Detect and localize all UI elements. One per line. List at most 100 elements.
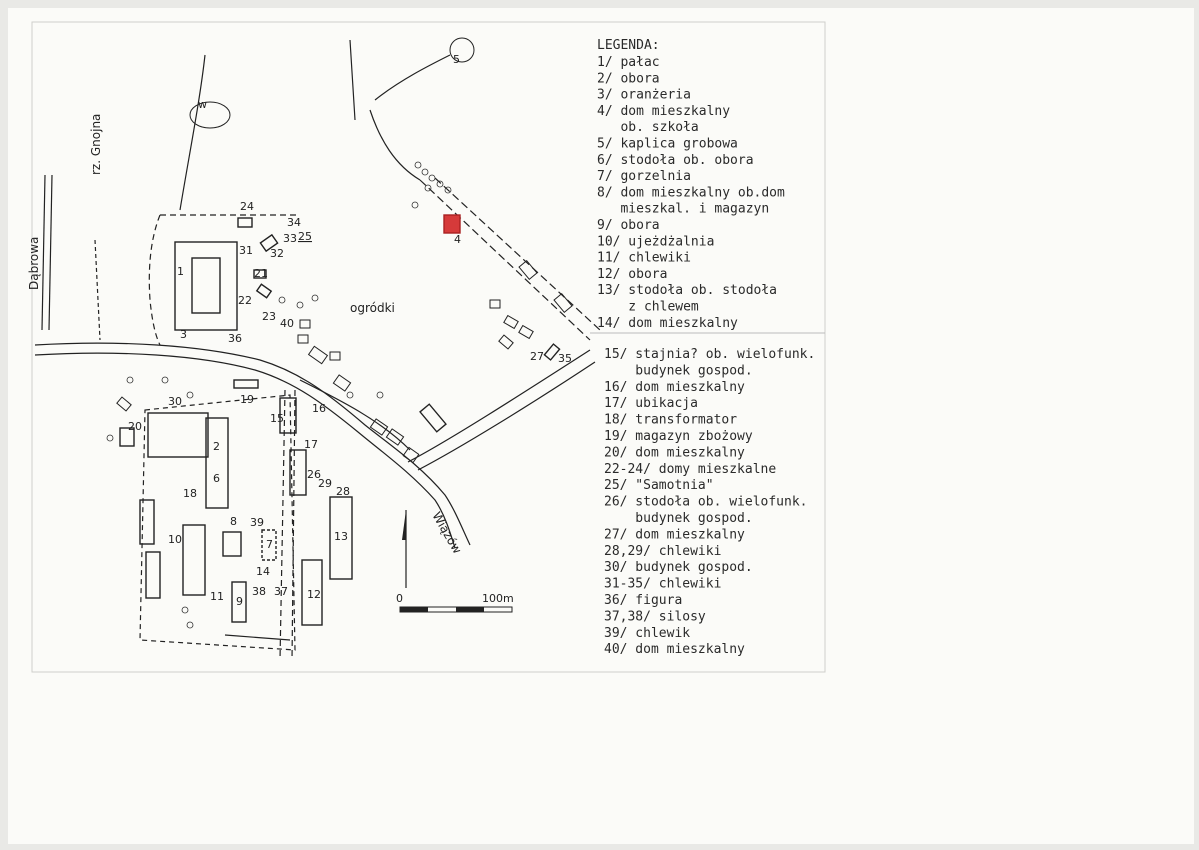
legend-item: 6/ stodoła ob. obora <box>597 153 754 168</box>
legend-item: mieszkal. i magazyn <box>597 202 769 217</box>
legend-item: 37,38/ silosy <box>604 609 706 624</box>
north-road <box>369 109 421 181</box>
num-39: 39 <box>250 516 264 529</box>
legend-item: 17/ ubikacja <box>604 396 698 411</box>
num-26: 26 <box>307 468 321 481</box>
building-1 <box>174 241 238 331</box>
num-14: 14 <box>256 565 270 578</box>
legend-item: 39/ chlewik <box>604 626 690 641</box>
south-road <box>279 389 286 661</box>
road-west-label: Dąbrowa <box>27 237 41 290</box>
building-26 <box>289 449 307 496</box>
num-3: 3 <box>180 328 187 341</box>
num-36: 36 <box>228 332 242 345</box>
building-39 <box>261 529 277 561</box>
num-21: 21 <box>254 267 268 280</box>
building-10 <box>182 524 206 596</box>
num-2: 2 <box>213 440 220 453</box>
legend-item: budynek gospod. <box>604 363 753 378</box>
gardens-label: ogródki <box>350 301 395 315</box>
small-buildings <box>116 259 573 464</box>
legend-item: 40/ dom mieszkalny <box>604 642 745 657</box>
legend-item: 3/ oranżeria <box>597 88 691 103</box>
pond <box>189 101 231 129</box>
num-25: 25 <box>298 230 312 243</box>
legend-item: 30/ budynek gospod. <box>604 560 753 575</box>
legend-item: 28,29/ chlewiki <box>604 544 721 559</box>
legend-item: 19/ magazyn zbożowy <box>604 429 753 444</box>
num-33: 33 <box>283 232 297 245</box>
building-31 <box>259 233 279 253</box>
num-28: 28 <box>336 485 350 498</box>
south-road-edge <box>291 389 296 661</box>
num-4: 4 <box>454 233 461 246</box>
map-frame <box>31 21 826 673</box>
chapel-road <box>374 54 451 101</box>
main-road <box>34 342 471 546</box>
building-west-1 <box>139 499 155 545</box>
legend-item: z chlewem <box>597 300 699 315</box>
north-path <box>349 39 356 121</box>
legend-item: 8/ dom mieszkalny ob.dom <box>597 185 785 200</box>
farmyard-boundary <box>139 394 296 651</box>
legend-title: LEGENDA: <box>597 38 660 53</box>
west-path <box>94 239 101 341</box>
num-29: 29 <box>318 477 332 490</box>
num-17: 17 <box>304 438 318 451</box>
num-38: 38 <box>252 585 266 598</box>
building-35 <box>543 343 561 361</box>
num-20: 20 <box>128 420 142 433</box>
legend-item: ob. szkoła <box>597 120 699 135</box>
river-label: rz. Gnojna <box>89 114 103 175</box>
legend-item: 9/ obora <box>597 218 660 233</box>
legend-item: 22-24/ domy mieszkalne <box>604 462 776 477</box>
num-19: 19 <box>240 393 254 406</box>
scale-end: 100m <box>482 592 514 605</box>
legend-item: 18/ transformator <box>604 413 737 428</box>
num-8: 8 <box>230 515 237 528</box>
building-30 <box>147 412 209 458</box>
num-18: 18 <box>183 487 197 500</box>
building-9 <box>231 581 247 623</box>
num-7: 7 <box>266 538 273 551</box>
park-road <box>148 214 161 346</box>
legend-item: budynek gospod. <box>604 511 753 526</box>
legend-item: 10/ ujeżdżalnia <box>597 234 714 249</box>
scale-start: 0 <box>396 592 403 605</box>
legend-item: 31-35/ chlewiki <box>604 577 721 592</box>
building-24 <box>237 217 253 228</box>
buildings <box>119 214 561 626</box>
building-ne-1 <box>419 403 447 433</box>
num-1: 1 <box>177 265 184 278</box>
east-road <box>299 349 591 463</box>
legend-item: 14/ dom mieszkalny <box>597 316 738 331</box>
legend-item: 20/ dom mieszkalny <box>604 445 745 460</box>
legend-item: 13/ stodoła ob. stodoła <box>597 283 777 298</box>
legend-item: 5/ kaplica grobowa <box>597 137 738 152</box>
legend-item: 36/ figura <box>604 593 682 608</box>
num-24: 24 <box>240 200 254 213</box>
road-southeast-label: Wiązów <box>429 510 464 557</box>
num-16: 16 <box>312 402 326 415</box>
legend-item: 4/ dom mieszkalny <box>597 104 730 119</box>
legend-item: 2/ obora <box>597 71 660 86</box>
num-35: 35 <box>558 352 572 365</box>
legend-item: 27/ dom mieszkalny <box>604 527 745 542</box>
river-line-2 <box>48 174 53 331</box>
north-arrow <box>402 510 407 588</box>
legend-item: 12/ obora <box>597 267 667 282</box>
num-6: 6 <box>213 472 220 485</box>
building-12 <box>301 559 323 626</box>
building-15 <box>279 397 297 434</box>
building-1-courtyard <box>191 257 221 314</box>
num-11: 11 <box>210 590 224 603</box>
building-4-highlighted <box>443 214 461 234</box>
num-30: 30 <box>168 395 182 408</box>
building-numbers: 1 2 3 4 5 6 7 8 9 10 11 12 13 14 15 16 1… <box>128 53 572 608</box>
num-27: 27 <box>530 350 544 363</box>
num-40: 40 <box>280 317 294 330</box>
chapel-circle <box>449 37 475 63</box>
north-tree-road <box>179 54 206 211</box>
